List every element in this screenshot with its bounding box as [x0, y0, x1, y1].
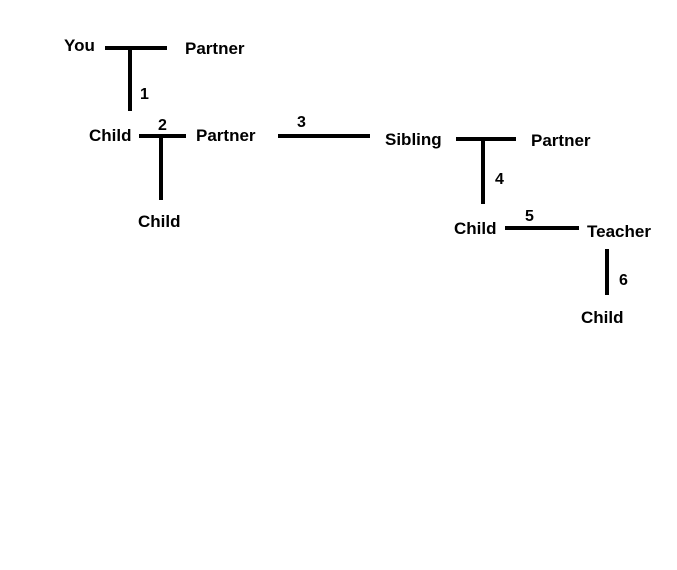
- node-partner-1: Partner: [185, 39, 245, 58]
- node-you: You: [64, 36, 95, 55]
- edge-label-2: 2: [158, 117, 167, 134]
- edge-label-5: 5: [525, 208, 534, 225]
- node-partner-3: Partner: [531, 131, 591, 150]
- edge-label-1: 1: [140, 86, 149, 103]
- node-partner-2: Partner: [196, 126, 256, 145]
- node-child-1: Child: [89, 126, 132, 145]
- node-teacher: Teacher: [587, 222, 651, 241]
- node-sibling: Sibling: [385, 130, 442, 149]
- node-child-3: Child: [454, 219, 497, 238]
- edge-label-4: 4: [495, 171, 504, 188]
- node-child-2: Child: [138, 212, 181, 231]
- edge-label-6: 6: [619, 272, 628, 289]
- node-child-4: Child: [581, 308, 624, 327]
- edge-label-3: 3: [297, 114, 306, 131]
